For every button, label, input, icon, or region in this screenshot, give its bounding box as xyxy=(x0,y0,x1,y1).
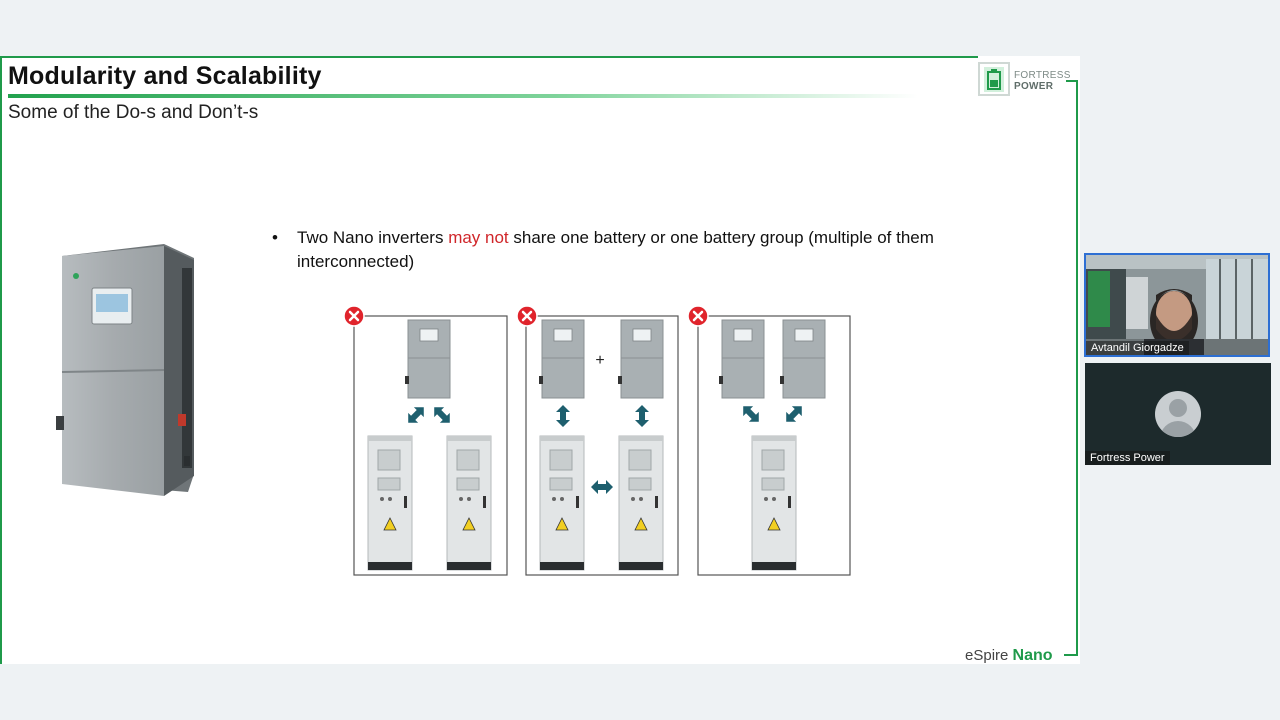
title-underline xyxy=(8,94,918,98)
diagram-panel-2: + xyxy=(515,304,679,576)
red-x-icon xyxy=(686,304,710,328)
participant-tile[interactable]: Fortress Power xyxy=(1085,363,1271,465)
red-x-icon xyxy=(515,304,539,328)
speaker-video xyxy=(1086,255,1268,355)
logo-text-fortress: FORTRESS xyxy=(1014,70,1071,81)
bullet-text-after: share one battery or one battery group (… xyxy=(297,228,934,271)
frame-left-line xyxy=(0,56,2,664)
red-x-icon xyxy=(342,304,366,328)
diagram-panel-3 xyxy=(686,304,851,576)
logo-text-power: POWER xyxy=(1014,81,1054,92)
bullet-point: • Two Nano inverters may not share one b… xyxy=(272,226,952,274)
battery-cabinet-icon xyxy=(367,435,413,571)
battery-cabinet-icon xyxy=(618,435,664,571)
frame-top-line xyxy=(0,56,978,58)
bullet-dot: • xyxy=(272,228,278,247)
bullet-text: Two Nano inverters may not share one bat… xyxy=(297,226,952,274)
battery-cabinet-icon xyxy=(446,435,492,571)
plus-sign: + xyxy=(595,352,604,369)
fortress-battery-icon xyxy=(978,62,1010,96)
bullet-highlight: may not xyxy=(448,228,509,247)
frame-right-tick-bottom xyxy=(1064,654,1078,656)
diagram-panel-1 xyxy=(342,304,508,576)
inverter-icon xyxy=(718,319,765,399)
battery-cabinet-icon xyxy=(539,435,585,571)
inverter-icon xyxy=(404,319,451,399)
configuration-diagram: + xyxy=(342,304,851,576)
inverter-icon xyxy=(538,319,585,399)
brand-product: Nano xyxy=(1012,647,1053,664)
person-placeholder-icon xyxy=(1155,391,1201,437)
battery-cabinet-icon xyxy=(751,435,797,571)
bullet-text-before: Two Nano inverters xyxy=(297,228,449,247)
inverter-icon xyxy=(617,319,664,399)
espire-nano-brand: eSpire Nano xyxy=(965,647,1053,665)
frame-right-line xyxy=(1076,80,1078,656)
frame-right-tick-top xyxy=(1066,80,1078,82)
fortress-power-logo: FORTRESS POWER xyxy=(978,62,1078,98)
brand-prefix: eSpire xyxy=(965,647,1013,664)
presentation-slide: Modularity and Scalability Some of the D… xyxy=(0,56,1080,664)
inverter-photo xyxy=(56,244,194,496)
participant-name: Avtandil Giorgadze xyxy=(1086,341,1189,355)
slide-subtitle: Some of the Do-s and Don’t-s xyxy=(8,102,259,123)
slide-title: Modularity and Scalability xyxy=(8,62,322,90)
participant-name: Fortress Power xyxy=(1085,451,1170,465)
inverter-icon xyxy=(779,319,826,399)
participant-tile-speaker[interactable]: Avtandil Giorgadze xyxy=(1084,253,1270,357)
